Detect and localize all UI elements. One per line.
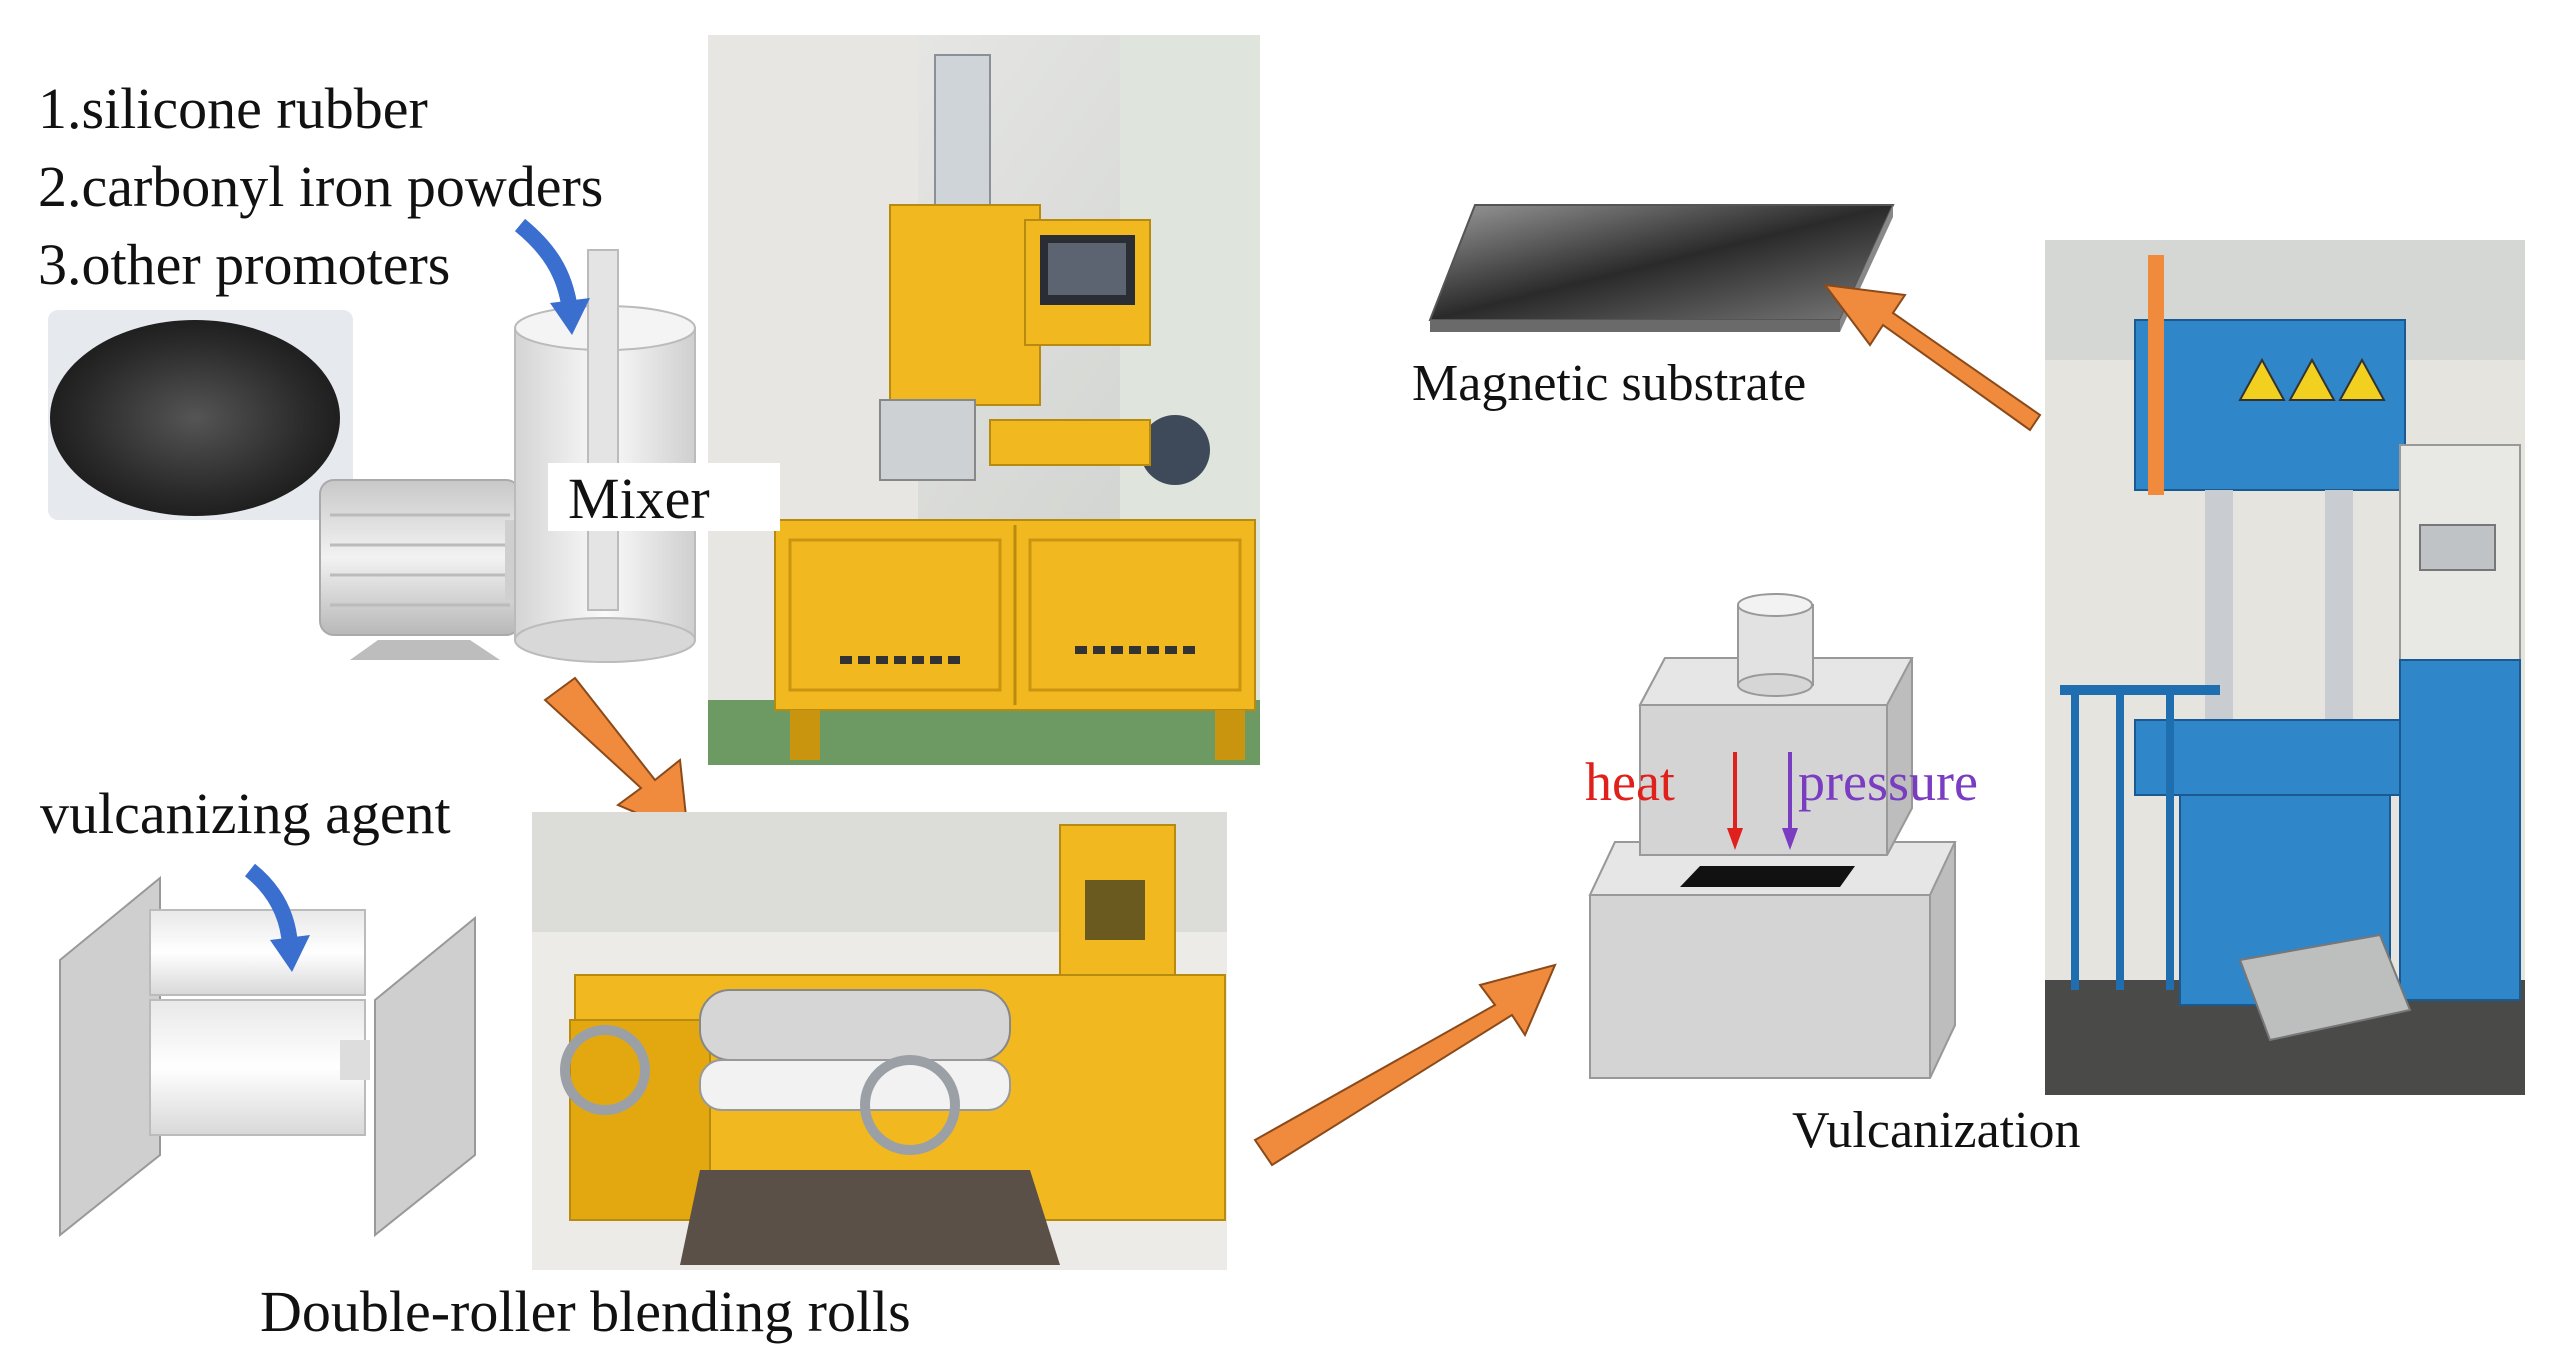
heat-label: heat (1585, 752, 1675, 812)
flow-arrow-3-icon (1822, 283, 2042, 432)
double-roller-label: Double-roller blending rolls (260, 1279, 911, 1344)
roller-illustration (59, 875, 476, 1238)
blending-rolls-photo (532, 812, 1227, 1270)
vulcanization-label: Vulcanization (1792, 1102, 2081, 1159)
agent-arrow-icon (244, 863, 298, 946)
magnetic-substrate-label: Magnetic substrate (1412, 355, 1807, 412)
hydraulic-press-photo (2045, 240, 2525, 1095)
ingredient-2: 2.carbonyl iron powders (38, 154, 604, 219)
ingredient-arrowhead-icon (550, 298, 590, 335)
flow-arrow-2-icon (1253, 963, 1557, 1167)
agent-arrowhead-icon (270, 935, 310, 972)
magnetic-substrate-plate (1428, 204, 1895, 332)
pressure-label: pressure (1798, 752, 1978, 812)
ingredients-list: 1.silicone rubber 2.carbonyl iron powder… (38, 70, 603, 304)
mixer-illustration (319, 249, 696, 663)
ingredient-arrow-icon (514, 218, 578, 312)
flow-arrow-icon (543, 676, 690, 837)
mixer-label: Mixer (568, 466, 710, 531)
vulcanizing-agent-label: vulcanizing agent (40, 781, 451, 846)
ingredient-1: 1.silicone rubber (38, 76, 428, 141)
vulcanization-press-illustration (1588, 593, 1957, 1079)
ingredient-3: 3.other promoters (38, 232, 451, 297)
internal-mixer-photo (708, 35, 1260, 765)
mixer-label-bg (548, 463, 780, 531)
powder-photo (48, 310, 353, 520)
